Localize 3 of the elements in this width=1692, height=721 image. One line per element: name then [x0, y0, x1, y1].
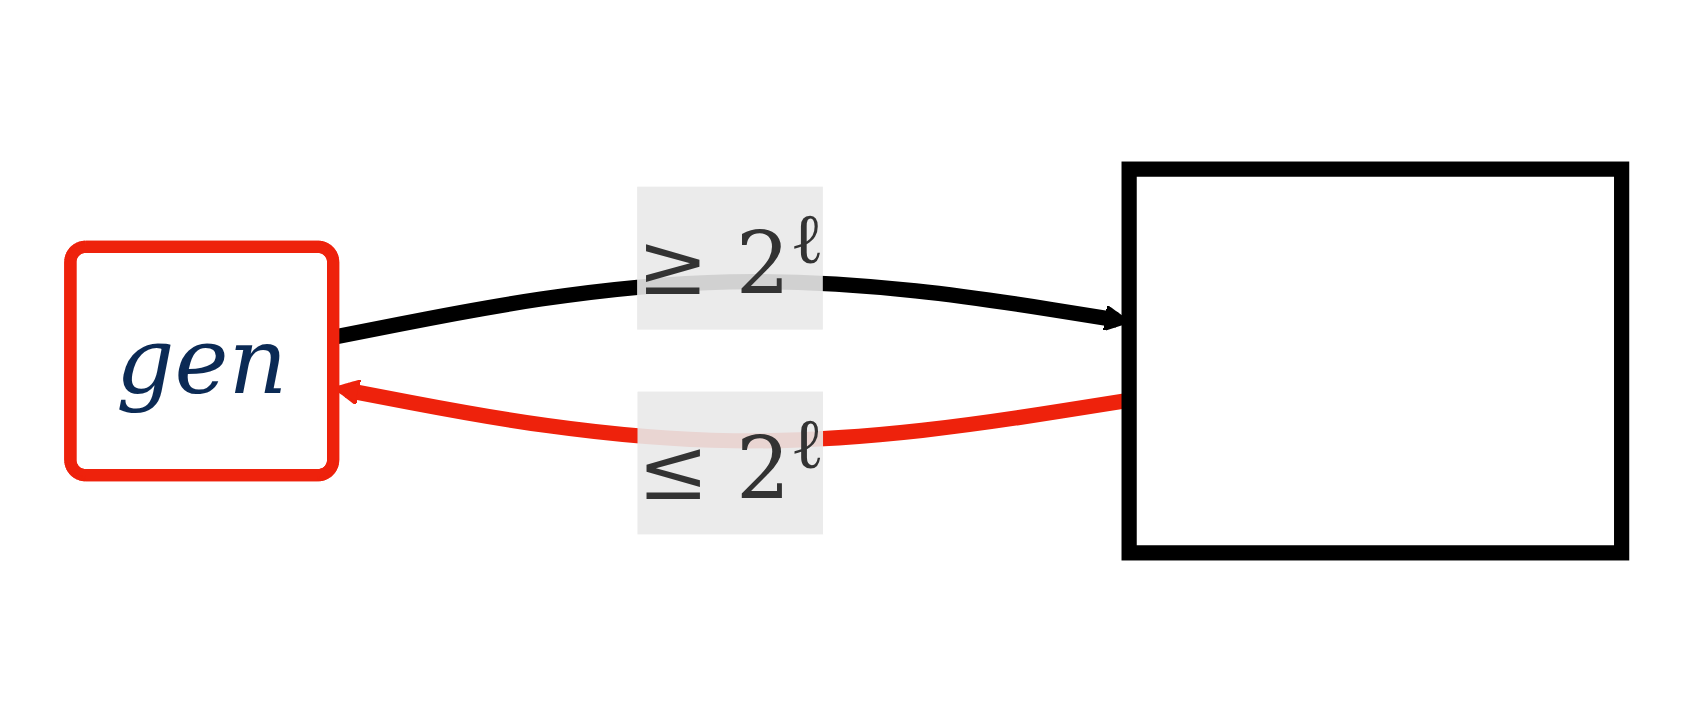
edge-label: ≥ 2$^{ℓ}$	[637, 195, 825, 315]
edge-label: ≤ 2$^{ℓ}$	[637, 400, 825, 520]
node-box	[1121, 161, 1630, 560]
